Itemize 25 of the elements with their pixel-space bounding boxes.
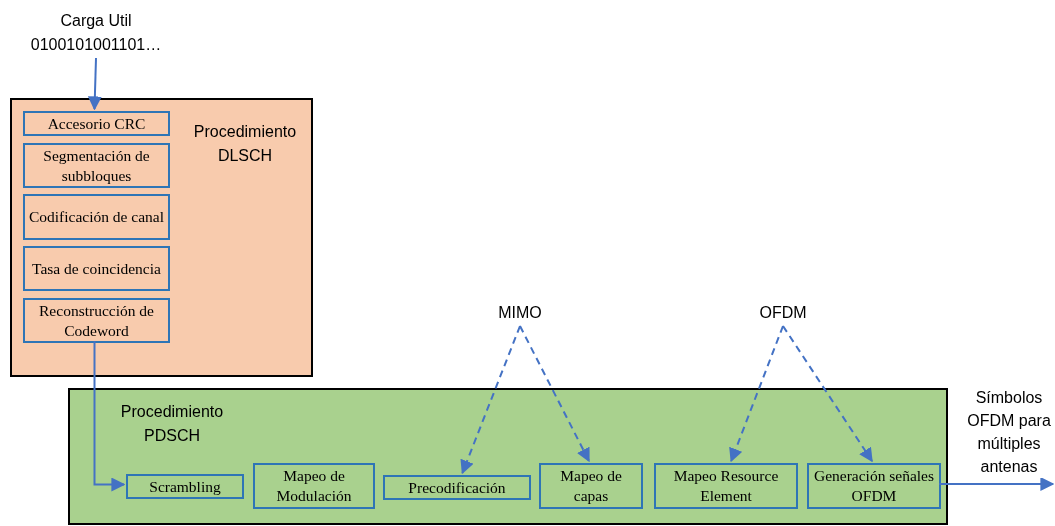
process-box: Tasa de coincidencia: [23, 246, 170, 291]
process-box: Mapeo de Modulación: [253, 463, 375, 509]
process-box: Precodificación: [383, 475, 531, 500]
process-box: Mapeo Resource Element: [654, 463, 798, 509]
process-box: Segmentación de subbloques: [23, 143, 170, 188]
process-box: Reconstrucción de Codeword: [23, 298, 170, 343]
arrow: [93, 340, 126, 492]
process-box: Accesorio CRC: [23, 111, 170, 136]
group-heading: Procedimiento DLSCH: [192, 122, 298, 166]
dashed-arrow: [729, 325, 784, 463]
process-box: Mapeo de capas: [539, 463, 643, 509]
process-box: Codificación de canal: [23, 194, 170, 240]
process-box: Scrambling: [126, 474, 244, 499]
dashed-arrow: [460, 325, 521, 475]
group-panel: [68, 388, 948, 525]
arrow: [87, 57, 102, 111]
dashed-arrow: [519, 325, 590, 463]
group-panel: [10, 98, 313, 377]
label-text: MIMO: [490, 300, 550, 326]
label-text: OFDM: [753, 300, 813, 326]
process-box: Generación señales OFDM: [807, 463, 941, 509]
group-heading: Procedimiento PDSCH: [119, 402, 225, 446]
arrow: [938, 477, 1055, 491]
dashed-arrow: [782, 325, 873, 463]
label-text: Carga Util 0100101001101…: [16, 8, 176, 58]
